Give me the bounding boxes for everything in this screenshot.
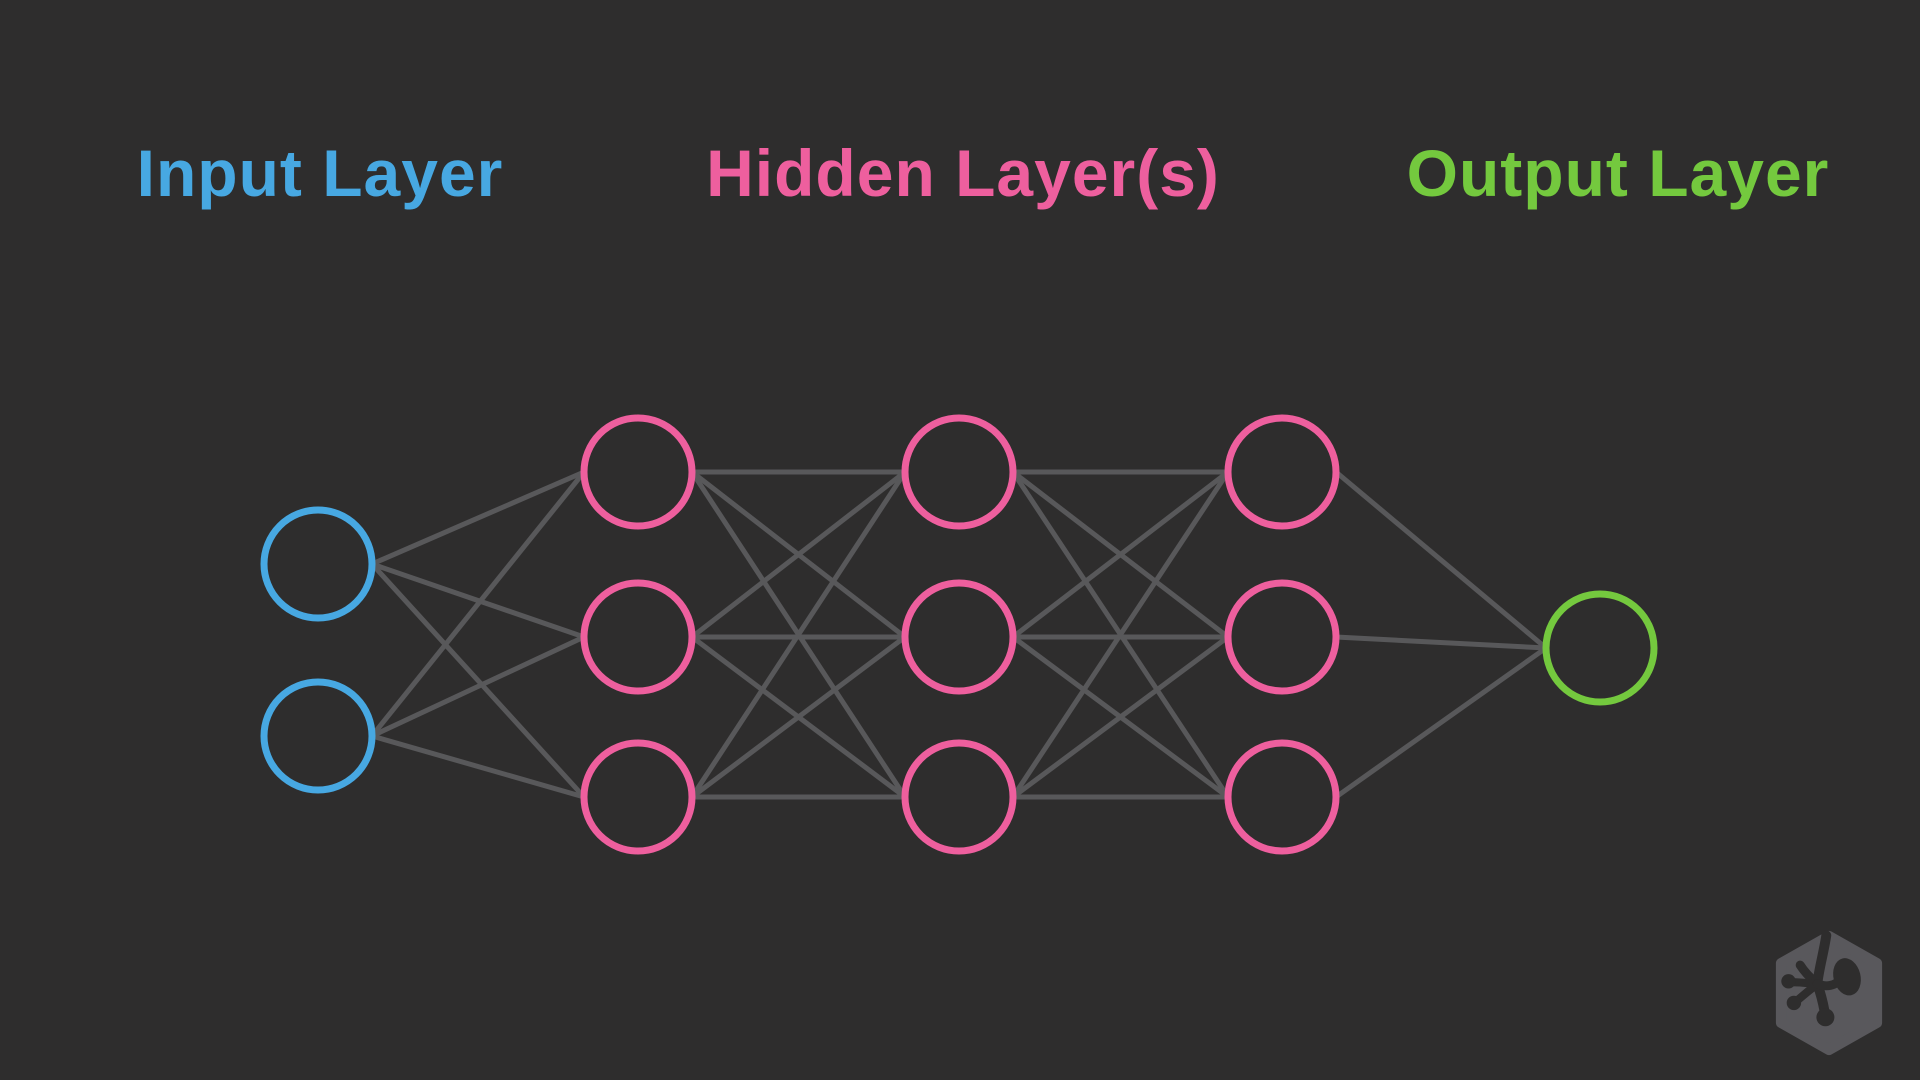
node-hidden-3-2 xyxy=(1224,579,1340,695)
output-layer-label: Output Layer xyxy=(1406,136,1830,210)
logo-tree-dots xyxy=(1781,958,1861,1027)
logo-hexagon xyxy=(1775,930,1883,1056)
node-input-1 xyxy=(260,506,376,622)
link-hidden-1-3-to-hidden-2-2 xyxy=(690,635,907,799)
node-hidden-2-1 xyxy=(901,414,1017,530)
link-input-2-to-hidden-1-2 xyxy=(370,634,586,739)
node-input-2 xyxy=(260,678,376,794)
hidden-layer-label: Hidden Layer(s) xyxy=(706,136,1220,210)
node-hidden-2-2 xyxy=(901,579,1017,695)
link-hidden-3-2-to-output-1 xyxy=(1335,634,1547,651)
link-input-1-to-hidden-1-3 xyxy=(370,562,586,799)
link-hidden-3-1-to-output-1 xyxy=(1334,470,1548,650)
node-hidden-1-2 xyxy=(580,579,696,695)
treehouse-logo-icon xyxy=(1775,930,1883,1056)
link-input-2-to-hidden-1-3 xyxy=(371,733,585,800)
node-hidden-1-1 xyxy=(580,414,696,530)
node-hidden-2-3 xyxy=(901,739,1017,855)
link-input-2-to-hidden-1-1 xyxy=(370,470,586,738)
link-hidden-3-3-to-output-1 xyxy=(1334,645,1548,800)
link-hidden-1-3-to-hidden-2-1 xyxy=(689,470,908,799)
link-hidden-2-3-to-hidden-3-2 xyxy=(1011,634,1230,800)
input-layer-label: Input Layer xyxy=(136,136,504,210)
node-output-1 xyxy=(1542,590,1658,706)
link-hidden-2-2-to-hidden-3-1 xyxy=(1011,470,1230,639)
node-hidden-3-3 xyxy=(1224,739,1340,855)
node-hidden-3-1 xyxy=(1224,414,1340,530)
node-hidden-1-3 xyxy=(580,739,696,855)
link-input-1-to-hidden-1-1 xyxy=(371,469,585,567)
link-hidden-2-3-to-hidden-3-1 xyxy=(1010,470,1231,799)
link-hidden-1-2-to-hidden-2-1 xyxy=(690,470,907,639)
